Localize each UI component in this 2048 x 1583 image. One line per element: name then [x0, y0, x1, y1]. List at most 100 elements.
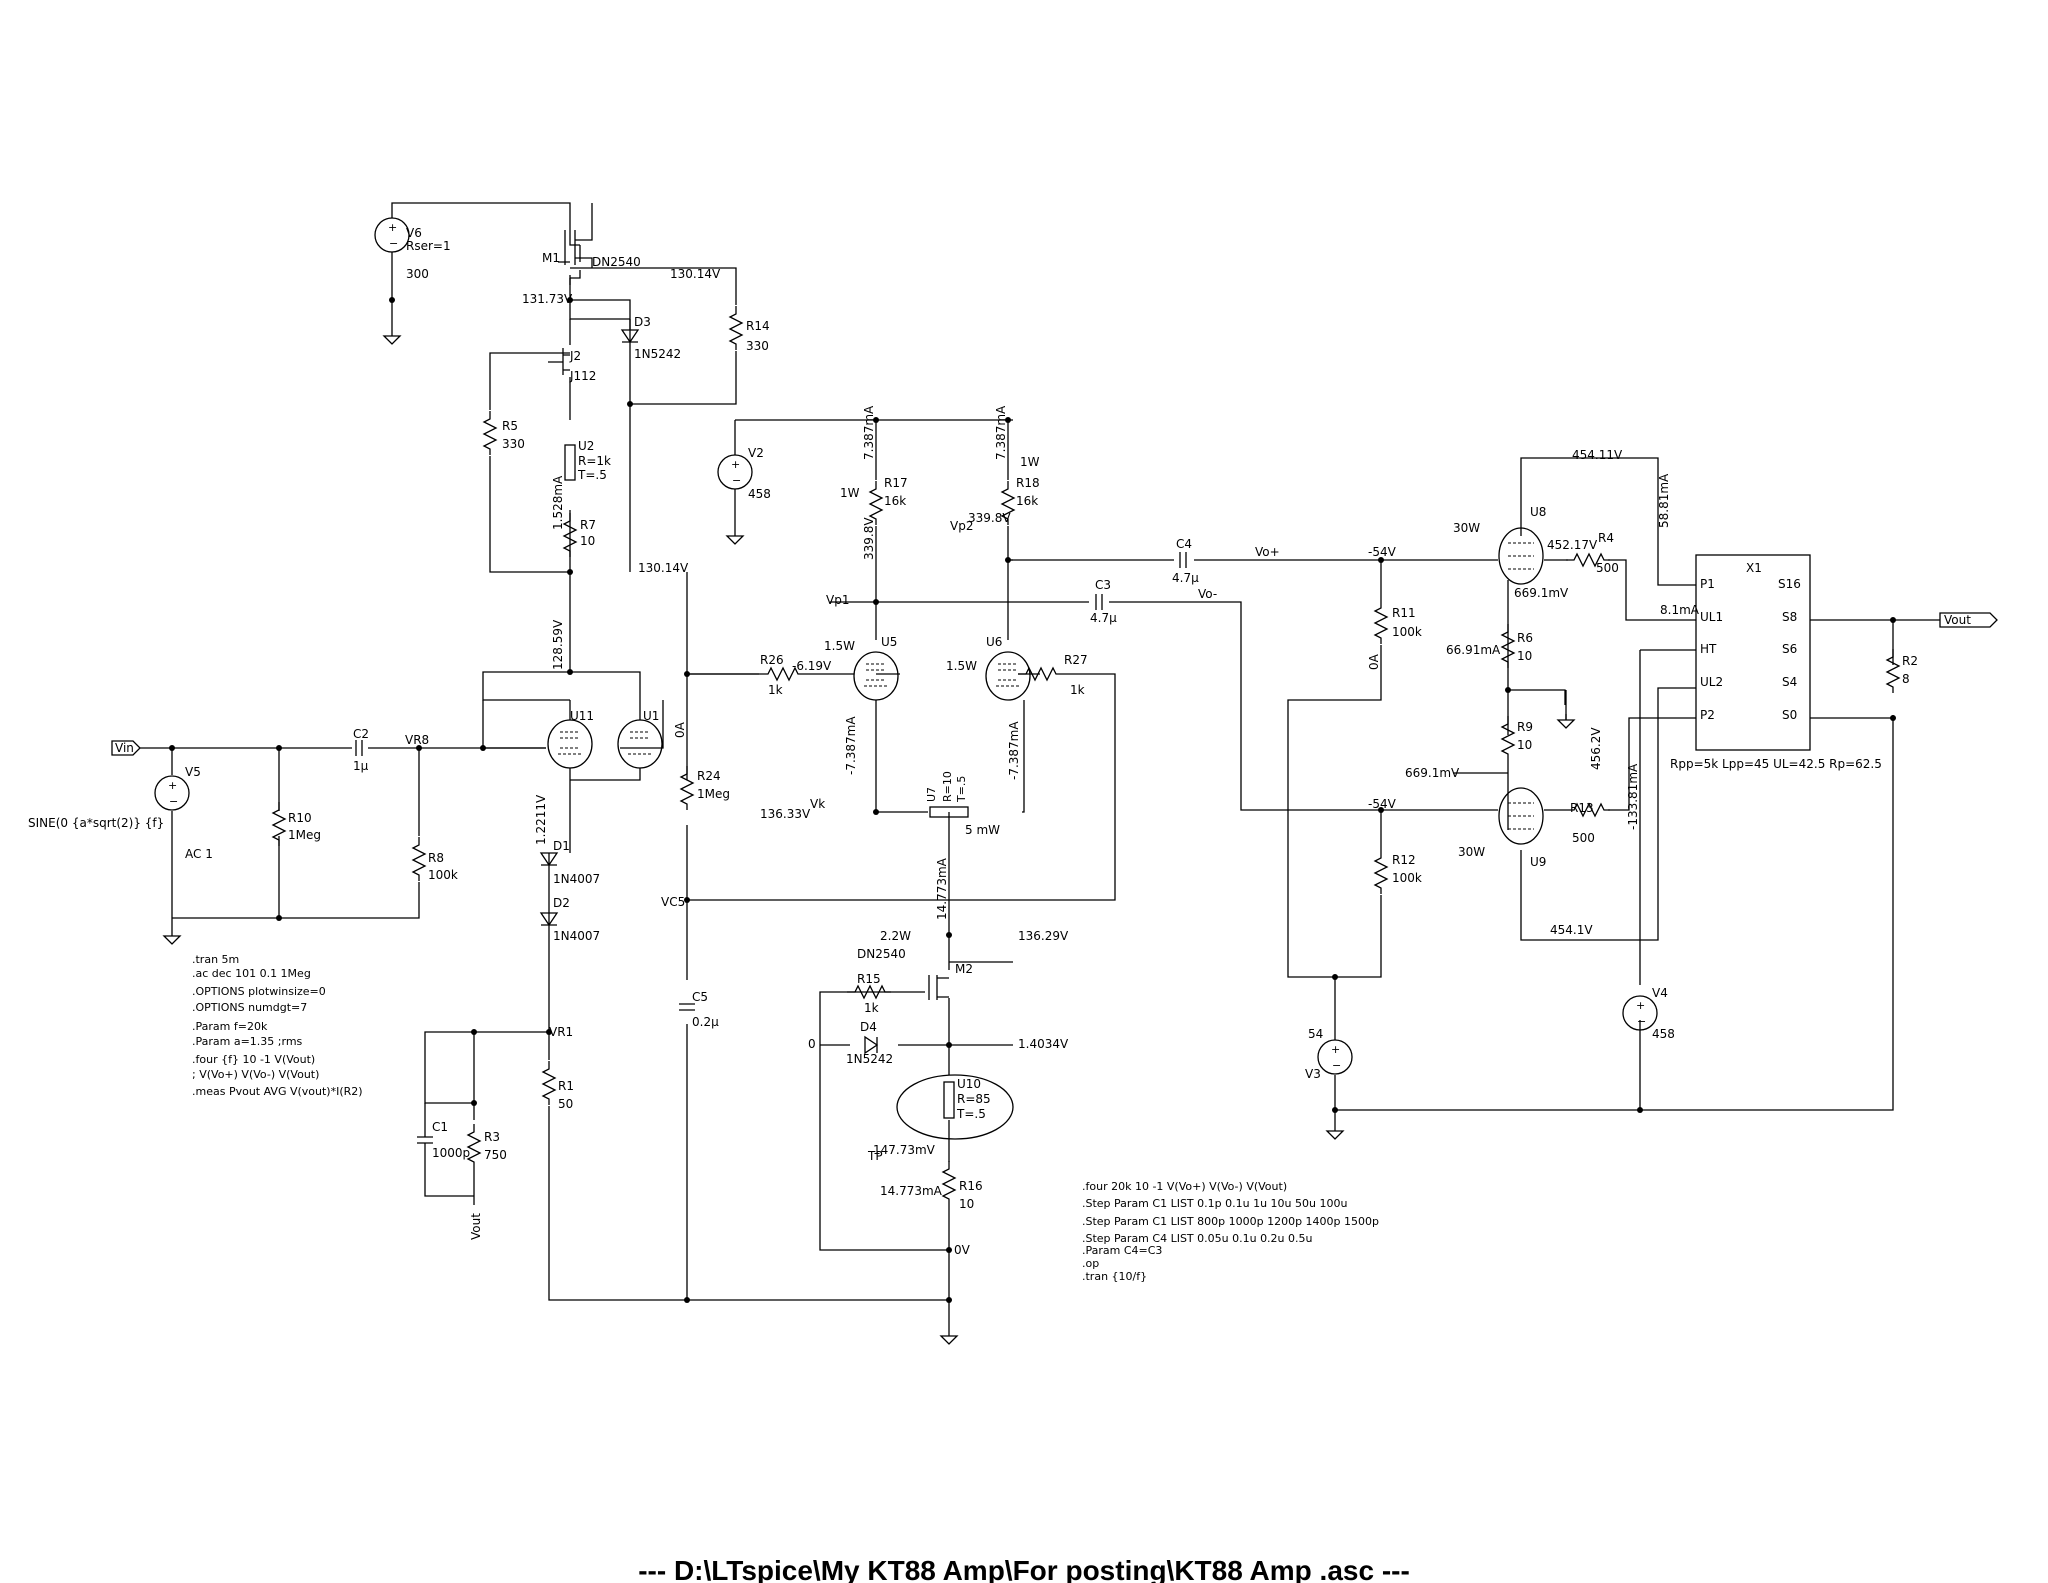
svg-text:128.59V: 128.59V — [551, 619, 565, 670]
spice-directives-right: .four 20k 10 -1 V(Vo+) V(Vo-) V(Vout) .S… — [1082, 1180, 1379, 1283]
resistor-r11: R11 100k — [1374, 599, 1422, 645]
pentode-u8: U8 30W — [1453, 505, 1546, 585]
svg-text:1.5W: 1.5W — [824, 639, 855, 653]
svg-text:0A: 0A — [1367, 653, 1381, 670]
svg-text:.Param a=1.35 ;rms: .Param a=1.35 ;rms — [192, 1035, 303, 1048]
svg-text:-6.19V: -6.19V — [792, 659, 832, 673]
svg-text:.ac dec 101 0.1 1Meg: .ac dec 101 0.1 1Meg — [192, 967, 311, 980]
svg-text:58.81mA: 58.81mA — [1657, 473, 1671, 528]
svg-text:.Param C4=C3: .Param C4=C3 — [1082, 1244, 1162, 1257]
resistor-r3: R3 750 — [467, 1123, 507, 1205]
svg-text:1N5242: 1N5242 — [846, 1052, 893, 1066]
svg-text:R8: R8 — [428, 851, 444, 865]
svg-text:R3: R3 — [484, 1130, 500, 1144]
svg-text:U10: U10 — [957, 1077, 981, 1091]
resistor-r5: R5 330 — [483, 410, 525, 456]
svg-text:HT: HT — [1700, 642, 1717, 656]
svg-text:500: 500 — [1572, 831, 1595, 845]
mosfet-m1: M1 DN2540 — [542, 203, 641, 269]
pentode-u9: U9 30W — [1458, 787, 1546, 869]
resistor-r8: R8 100k — [412, 836, 458, 882]
svg-text:1N5242: 1N5242 — [634, 347, 681, 361]
svg-text:T=.5: T=.5 — [956, 1107, 986, 1121]
svg-text:7.387mA: 7.387mA — [994, 405, 1008, 460]
svg-text:DN2540: DN2540 — [592, 255, 641, 269]
svg-text:452.17V: 452.17V — [1547, 538, 1598, 552]
svg-text:454.1V: 454.1V — [1550, 923, 1593, 937]
svg-text:R2: R2 — [1902, 654, 1918, 668]
svg-text:-54V: -54V — [1368, 545, 1397, 559]
svg-text:R11: R11 — [1392, 606, 1416, 620]
svg-text:Rser=1: Rser=1 — [406, 239, 451, 253]
svg-text:C4: C4 — [1176, 537, 1192, 551]
svg-text:V4: V4 — [1652, 986, 1668, 1000]
svg-text:.four 20k 10 -1 V(Vo+) V(Vo-): .four 20k 10 -1 V(Vo+) V(Vo-) V(Vout) — [1082, 1180, 1287, 1193]
svg-text:669.1mV: 669.1mV — [1405, 766, 1460, 780]
thermistor-u10: U10 R=85 T=.5 — [896, 1074, 1014, 1140]
svg-text:DN2540: DN2540 — [857, 947, 906, 961]
svg-text:U7: U7 — [925, 787, 938, 802]
svg-text:Vo+: Vo+ — [1255, 545, 1280, 559]
svg-text:.Step Param C1 LIST 0.1p 0.1u: .Step Param C1 LIST 0.1p 0.1u 1u 10u 50u… — [1082, 1197, 1347, 1210]
svg-text:-7.387mA: -7.387mA — [1007, 721, 1021, 780]
svg-text:R7: R7 — [580, 518, 596, 532]
svg-text:T=.5: T=.5 — [955, 776, 968, 803]
svg-text:D3: D3 — [634, 315, 651, 329]
port-vout: Vout — [1939, 612, 1998, 628]
svg-text:M1: M1 — [542, 251, 560, 265]
svg-text:4.7µ: 4.7µ — [1090, 611, 1117, 625]
resistor-r12: R12 100k — [1374, 849, 1422, 895]
svg-text:Vo-: Vo- — [1198, 587, 1217, 601]
svg-text:16k: 16k — [884, 494, 906, 508]
resistor-r17: R17 16k 1W — [840, 476, 908, 526]
capacitor-c5: C5 0.2µ — [679, 990, 719, 1029]
svg-text:UL2: UL2 — [1700, 675, 1723, 689]
triode-u5: U5 1.5W — [824, 635, 899, 701]
svg-text:J112: J112 — [569, 369, 596, 383]
svg-text:1N4007: 1N4007 — [553, 929, 600, 943]
probe-values: 130.14V 131.73V 130.14V 1.528mA 128.59V … — [522, 267, 1700, 1257]
file-path-footer: --- D:\LTspice\My KT88 Amp\For posting\K… — [638, 1555, 1410, 1583]
svg-text:R6: R6 — [1517, 631, 1533, 645]
svg-text:14.773mA: 14.773mA — [935, 857, 949, 920]
svg-text:-133.81mA: -133.81mA — [1626, 763, 1640, 830]
zener-d4: D4 1N5242 — [846, 1020, 893, 1066]
svg-text:P1: P1 — [1700, 577, 1715, 591]
svg-text:14.773mA: 14.773mA — [880, 1184, 943, 1198]
svg-text:130.14V: 130.14V — [638, 561, 689, 575]
svg-text:456.2V: 456.2V — [1589, 727, 1603, 770]
svg-text:R16: R16 — [959, 1179, 983, 1193]
svg-text:R13: R13 — [1570, 801, 1594, 815]
transformer-x1: X1 P1 UL1 HT UL2 P2 S16 S8 S6 S4 S0 Rpp=… — [1670, 554, 1882, 771]
svg-text:TP: TP — [867, 1149, 883, 1163]
svg-text:R14: R14 — [746, 319, 770, 333]
resistor-r7: R7 10 — [563, 512, 596, 558]
svg-text:U2: U2 — [578, 439, 594, 453]
svg-text:750: 750 — [484, 1148, 507, 1162]
svg-text:C5: C5 — [692, 990, 708, 1004]
capacitor-c2: C2 1µ — [353, 727, 369, 773]
svg-text:V5: V5 — [185, 765, 201, 779]
source-v5: V5 SINE(0 {a*sqrt(2)} {f} AC 1 — [28, 765, 213, 945]
resistor-r16: R16 10 — [942, 1160, 983, 1211]
svg-text:Vout: Vout — [1944, 613, 1971, 627]
svg-text:SINE(0 {a*sqrt(2)} {f}: SINE(0 {a*sqrt(2)} {f} — [28, 816, 164, 830]
triode-u6: U6 1.5W — [946, 635, 1031, 701]
svg-text:P2: P2 — [1700, 708, 1715, 722]
svg-text:54: 54 — [1308, 1027, 1323, 1041]
source-v4: V4 458 — [1622, 986, 1675, 1041]
svg-text:VR1: VR1 — [549, 1025, 573, 1039]
svg-text:U8: U8 — [1530, 505, 1546, 519]
mosfet-m2: M2 DN2540 2.2W — [857, 929, 973, 1000]
svg-text:1.4034V: 1.4034V — [1018, 1037, 1069, 1051]
svg-text:R27: R27 — [1064, 653, 1088, 667]
svg-text:T=.5: T=.5 — [577, 468, 607, 482]
svg-text:7.387mA: 7.387mA — [862, 405, 876, 460]
svg-text:D2: D2 — [553, 896, 570, 910]
capacitor-c4: C4 4.7µ — [1172, 537, 1199, 585]
svg-text:0.2µ: 0.2µ — [692, 1015, 719, 1029]
svg-text:339.8V: 339.8V — [968, 511, 1011, 525]
svg-text:2.2W: 2.2W — [880, 929, 911, 943]
svg-text:.meas Pvout AVG V(vout)*I(R2): .meas Pvout AVG V(vout)*I(R2) — [192, 1085, 363, 1098]
